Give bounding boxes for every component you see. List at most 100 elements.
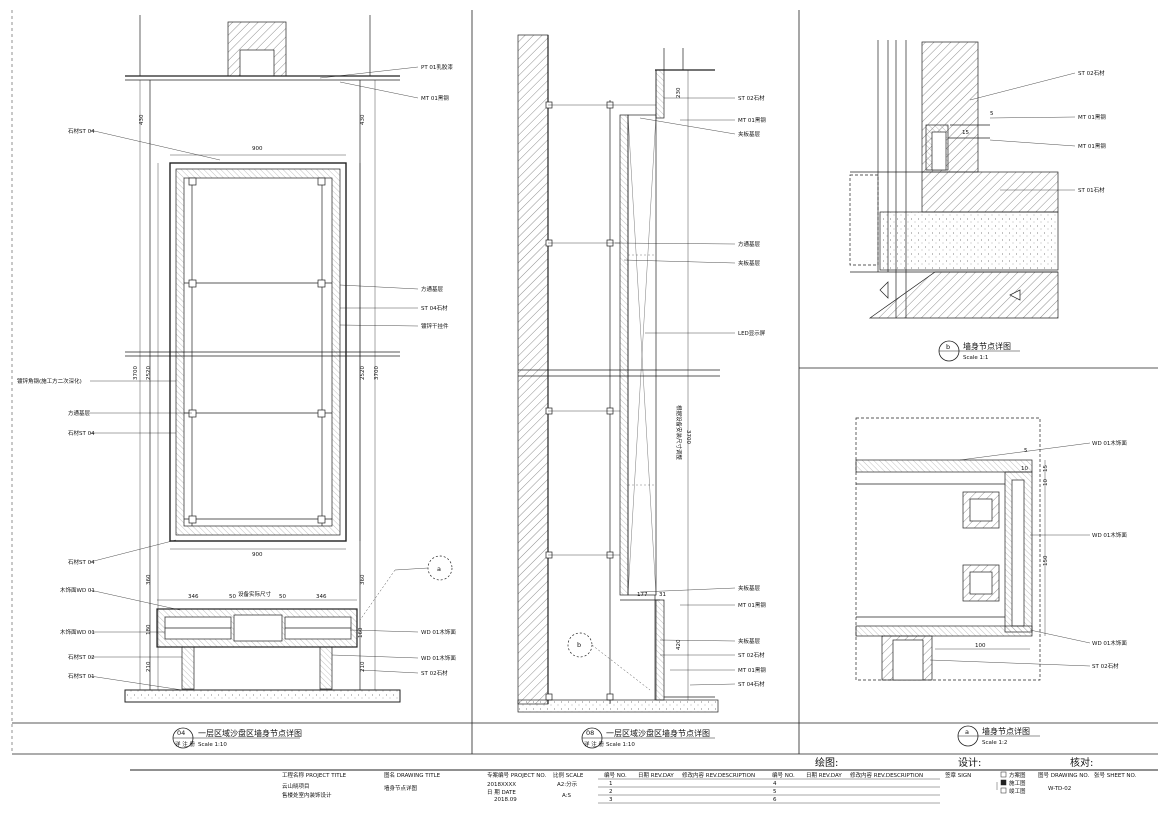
pa-dim-10-b: 10	[1043, 479, 1049, 486]
callout-b-mark: b	[577, 641, 581, 649]
label-pt01: PT 01乳胶漆	[421, 63, 453, 71]
panel-08-leaders	[614, 97, 736, 686]
panel-b-title: b 墙身节点详图 Scale 1:1	[938, 340, 1020, 362]
tb-rev-2: 2	[609, 789, 613, 795]
tb-rev2-date: 日期 REV.DAY	[806, 772, 842, 779]
p08-dim-177: 177	[637, 592, 648, 598]
pb-label-mt01-b: MT 01黑钢	[1078, 142, 1106, 150]
pa-label-st02: ST 02石材	[1092, 662, 1119, 670]
tb-rev-4: 4	[773, 781, 777, 787]
label-left-st04-b: 石材ST 04	[68, 429, 95, 437]
p08-label-st02-a: ST 02石材	[738, 94, 765, 102]
tb-drawing-no-label: 图号 DRAWING NO.	[1038, 771, 1089, 779]
p08-label-square: 方通基层	[738, 240, 761, 248]
tb-check-asbuilt: 竣工图	[1009, 787, 1026, 795]
tb-rev2-desc: 修改内容 REV.DESCRIPTION	[850, 771, 923, 779]
tb-rev-1: 1	[609, 781, 613, 787]
pa-label-wd01-a: WD 01木饰面	[1092, 439, 1127, 447]
panel-a-title-text: 墙身节点详图	[982, 726, 1030, 736]
panel-b-leaders	[969, 72, 1076, 191]
p08-label-mt01-c: MT 01黑钢	[738, 666, 766, 674]
dim-device-size: 设备实际尺寸	[238, 590, 272, 598]
panel-08-title-text: 一层区域沙盘区墙身节点详图	[606, 728, 710, 738]
p08-label-led: LED显示屏	[738, 330, 766, 337]
dim-50-left: 50	[229, 594, 236, 600]
tb-drawing-no: W-TD-02	[1048, 786, 1071, 792]
tb-scale: A2:分示	[557, 780, 578, 788]
label-left-wd01-a: 木饰面WD 01	[60, 586, 95, 594]
panel-04-title-text: 一层区域沙盘区墙身节点详图	[198, 728, 302, 738]
panel-08-num: 08	[586, 729, 594, 737]
panel-b-title-text: 墙身节点详图	[963, 341, 1011, 351]
p08-label-st02-b: ST 02石材	[738, 651, 765, 659]
label-left-st02: 石材ST 02	[68, 653, 95, 661]
tb-rev-6: 6	[773, 797, 777, 803]
tb-project-no-label: 专案编号 PROJECT NO.	[487, 771, 546, 779]
p08-dim-230: 230	[676, 87, 682, 98]
title-block-text: 工程名称 PROJECT TITLE 云山晓项目 售楼处室内装饰设计 图名 DR…	[282, 771, 1137, 803]
pa-dim-5: 5	[1024, 448, 1028, 454]
label-wd01-a: WD 01木饰面	[421, 628, 456, 636]
panel-08-sub: 详 注 册	[584, 740, 604, 748]
dim-900-bottom: 900	[252, 552, 263, 558]
tb-date: 2018.09	[494, 797, 517, 803]
tb-rev1-desc: 修改内容 REV.DESCRIPTION	[682, 771, 755, 779]
tb-size: A:S	[562, 793, 572, 799]
pa-label-wd01-b: WD 01木饰面	[1092, 531, 1127, 539]
tb-date-label: 日 期 DATE	[487, 789, 516, 796]
label-st04: ST 04石材	[421, 304, 448, 312]
dim-2520-left: 2520	[146, 366, 152, 380]
panel-b-scale: Scale 1:1	[963, 355, 988, 361]
panel-08-title: 08 详 注 册 一层区域沙盘区墙身节点详图 Scale 1:10	[581, 727, 715, 749]
dim-346-left: 346	[188, 594, 199, 600]
pa-label-wd01-c: WD 01木饰面	[1092, 639, 1127, 647]
panel-04-scale: Scale 1:10	[198, 742, 227, 748]
tb-rev1-date: 日期 REV.DAY	[638, 772, 674, 779]
label-mt01: MT 01黑钢	[421, 94, 449, 102]
tb-rev2-no: 编号 NO.	[772, 771, 795, 779]
panel-04-right-labels: PT 01乳胶漆 MT 01黑钢 方通基层 ST 04石材 镀锌干挂件 WD 0…	[421, 63, 456, 677]
panel-04-left-labels: 石材ST 04 镀锌角钢(施工方二次深化) 方通基层 石材ST 04 石材ST …	[17, 127, 95, 680]
pb-label-st01: ST 01石材	[1078, 186, 1105, 194]
panel-a-scale: Scale 1:2	[982, 740, 1007, 746]
pb-label-mt01-a: MT 01黑钢	[1078, 113, 1106, 121]
tb-sign-label: 签章 SIGN	[945, 771, 971, 779]
signoff-drawing: 绘图:	[815, 756, 838, 769]
pa-dim-10-a: 10	[1021, 466, 1028, 472]
pb-dim-15: 15	[962, 130, 969, 136]
p08-label-mt01-b: MT 01黑钢	[738, 601, 766, 609]
dim-3700-right: 3700	[374, 366, 380, 380]
tb-rev1-no: 编号 NO.	[604, 771, 627, 779]
tb-scale-label: 比例 SCALE	[553, 771, 584, 779]
panel-04-dimensions: 900 900 430 430 3700 2520 2520 3700 360 …	[133, 114, 441, 672]
p08-label-plywood-d: 夹板基层	[738, 637, 761, 645]
dim-346-right: 346	[316, 594, 327, 600]
checkbox-construction	[1000, 779, 1007, 786]
label-square-base: 方通基层	[421, 285, 444, 293]
tb-check-construction: 施工图	[1009, 779, 1026, 787]
p08-label-mt01-a: MT 01黑钢	[738, 116, 766, 124]
panel-a-detail	[855, 417, 1046, 681]
tb-drawing-title: 墙身节点详图	[384, 784, 418, 792]
panel-b-labels: ST 02石材 MT 01黑钢 MT 01黑钢 ST 01石材 15 5	[962, 69, 1106, 194]
p08-dim-3700: 3700	[685, 430, 691, 444]
p08-dim-31: 31	[659, 592, 666, 598]
dim-430-right: 430	[360, 114, 366, 125]
panel-a-leaders	[929, 442, 1091, 667]
dim-180: 180	[146, 624, 152, 635]
dim-210-right: 210	[360, 661, 366, 672]
label-left-st04-a: 石材ST 04	[68, 127, 95, 135]
label-left-st04-c: 石材ST 04	[68, 558, 95, 566]
dim-50-right: 50	[279, 594, 286, 600]
panel-04-num: 04	[177, 729, 185, 737]
tb-project-2: 售楼处室内装饰设计	[282, 791, 332, 799]
signoff-row: 绘图: 设计: 核对:	[815, 756, 1093, 769]
panel-b-num: b	[946, 343, 950, 351]
label-left-angle: 镀锌角钢(施工方二次深化)	[17, 377, 82, 385]
checkbox-scheme	[1000, 771, 1007, 778]
pa-dim-150: 150	[1043, 555, 1049, 566]
p08-label-plywood-a: 夹板基层	[738, 130, 761, 138]
label-hanger: 镀锌干挂件	[421, 322, 449, 330]
p08-label-plywood-b: 夹板基层	[738, 259, 761, 267]
